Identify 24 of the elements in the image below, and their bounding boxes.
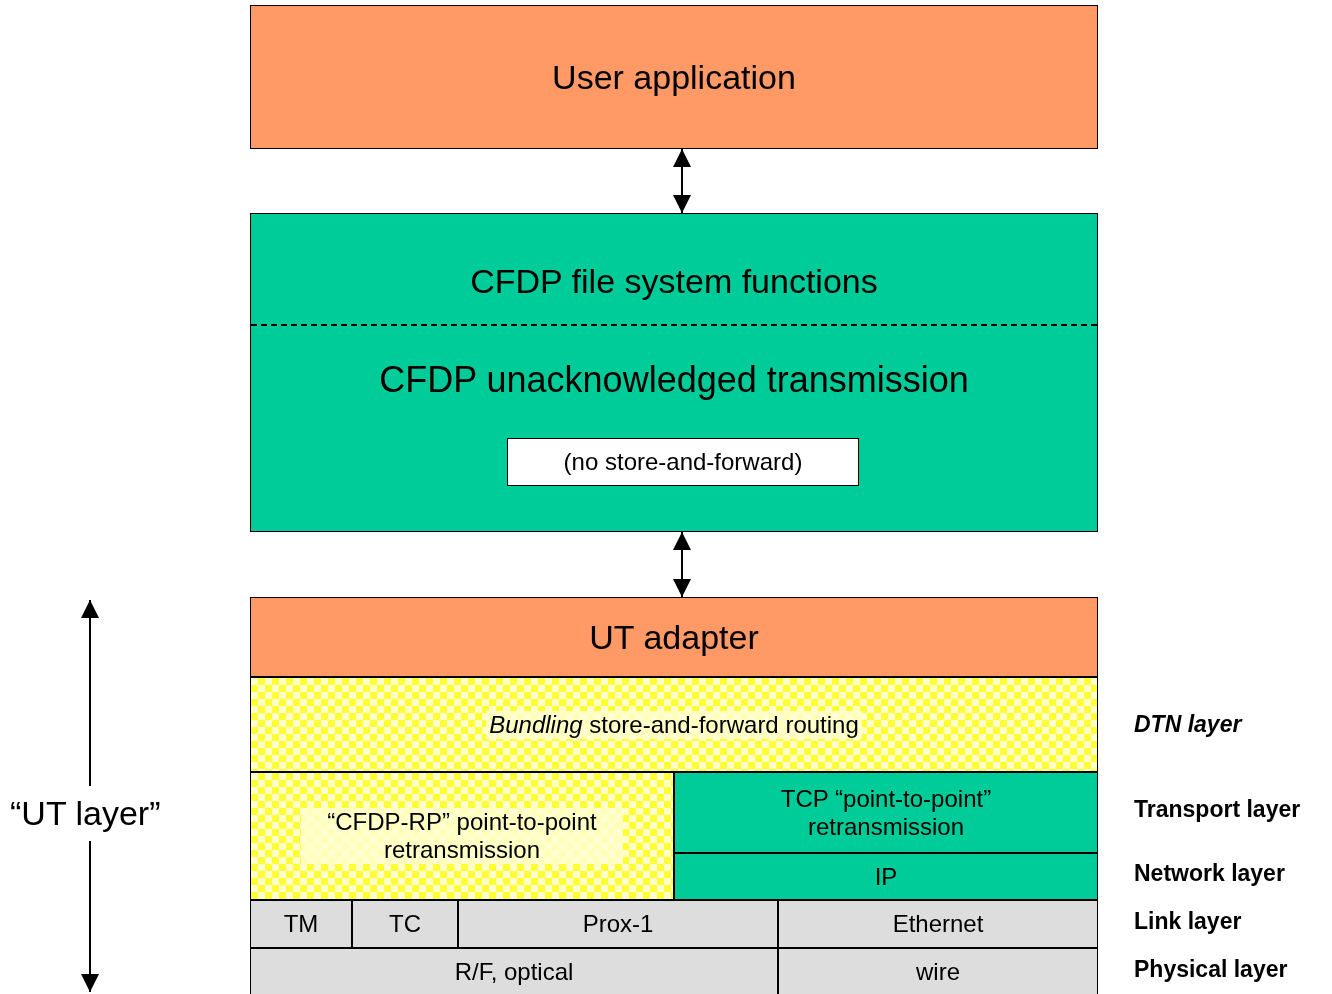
stack-label: “UT layer” — [8, 786, 163, 841]
layer-label: Link layer — [1134, 908, 1242, 935]
adapter-layer-box: UT adapter — [250, 597, 1098, 677]
physical-layer-box: wire — [778, 948, 1098, 994]
note-box: (no store-and-forward) — [507, 438, 859, 486]
network-layer-box: IP — [674, 853, 1098, 900]
arrow — [673, 148, 691, 214]
layer-label: Transport layer — [1134, 796, 1301, 823]
link-layer-box: Prox-1 — [458, 900, 778, 948]
routing-layer-box: Bundling store-and-forward routing — [250, 677, 1098, 772]
physical-layer-box: R/F, optical — [250, 948, 778, 994]
link-layer-box: Ethernet — [778, 900, 1098, 948]
layer-title: CFDP file system functions — [469, 262, 879, 301]
application-layer-box: User application — [250, 5, 1098, 149]
link-layer-box: TM — [250, 900, 352, 948]
link-layer-box: TC — [352, 900, 458, 948]
arrow — [673, 531, 691, 598]
layer-label: Network layer — [1134, 860, 1285, 887]
protocol-layer-box — [250, 213, 1098, 532]
transport-layer-box: “CFDP-RP” point-to-point retransmission — [250, 772, 674, 900]
layer-label: DTN layer — [1134, 711, 1242, 738]
transport-layer-box: TCP “point-to-point” retransmission — [674, 772, 1098, 853]
layer-label: Physical layer — [1134, 956, 1288, 983]
layer-title: CFDP unacknowledged transmission — [378, 359, 970, 401]
